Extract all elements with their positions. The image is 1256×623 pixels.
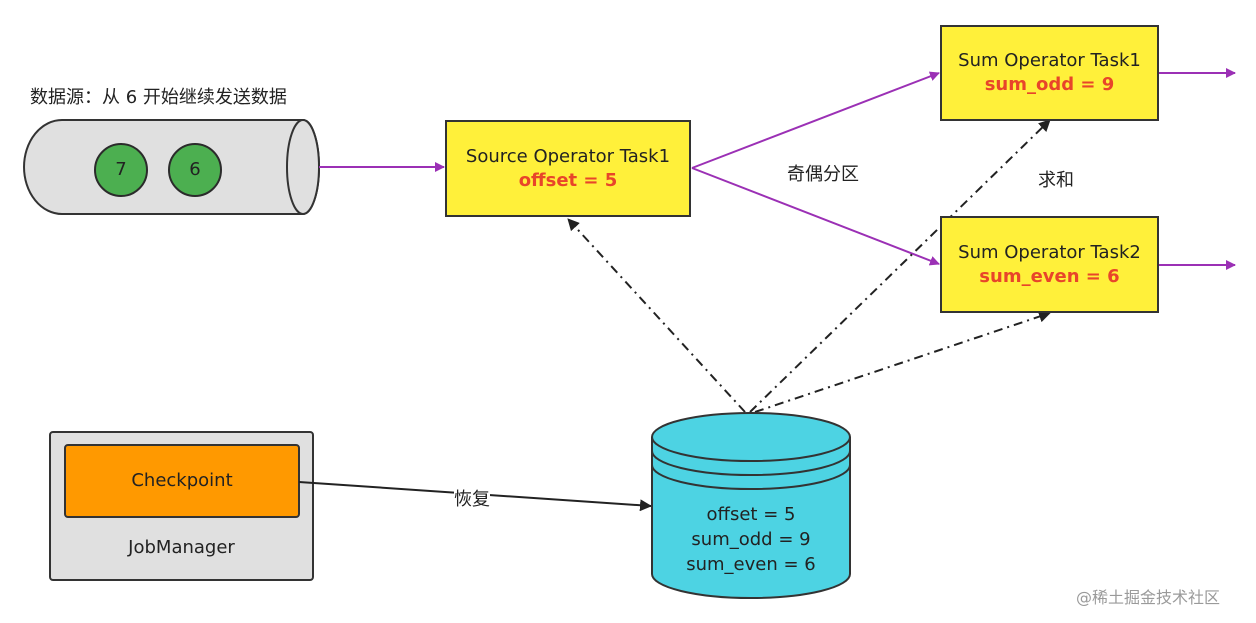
- source-task-offset: offset = 5: [518, 169, 618, 191]
- restore-sum1-arrow: [749, 119, 1051, 413]
- state-store-cylinder: [651, 412, 851, 599]
- sum-task2-value: sum_even = 6: [979, 265, 1120, 287]
- restore-sum2-arrow: [754, 310, 1051, 413]
- checkpoint-label: Checkpoint: [131, 470, 233, 491]
- watermark: @稀土掘金技术社区: [1076, 588, 1221, 607]
- task-to-sum2-arrow: [691, 167, 940, 266]
- state-store-values: offset = 5 sum_odd = 9 sum_even = 6: [652, 502, 850, 577]
- restore-source-arrow: [567, 218, 746, 413]
- state-sum-odd: sum_odd = 9: [691, 529, 811, 550]
- sum-task2-title: Sum Operator Task2: [958, 241, 1141, 263]
- restore-label: 恢复: [454, 485, 490, 511]
- record-6-circle: [168, 143, 222, 197]
- jobmanager-label: JobManager: [128, 537, 235, 558]
- source-operator-task: Source Operator Task1 offset = 5: [445, 120, 691, 217]
- source-caption: 数据源：从 6 开始继续发送数据: [30, 87, 287, 108]
- sum-task1-title: Sum Operator Task1: [958, 50, 1141, 71]
- source-task-title: Source Operator Task1: [465, 145, 671, 167]
- record-6-label: 6: [189, 159, 201, 180]
- state-sum-even: sum_even = 6: [686, 554, 816, 575]
- task-to-sum1-arrow: [691, 71, 940, 169]
- sum-task1-value: sum_odd = 9: [984, 74, 1115, 95]
- checkpoint-box: [64, 444, 300, 518]
- state-offset: offset = 5: [706, 504, 796, 525]
- sum-label: 求和: [1038, 170, 1074, 191]
- record-7-label: 7: [115, 159, 127, 180]
- sum-operator-task2: Sum Operator Task2 sum_even = 6: [940, 216, 1159, 313]
- partition-label: 奇偶分区: [787, 164, 859, 185]
- record-7-circle: [94, 143, 148, 197]
- sum-operator-task1: Sum Operator Task1 sum_odd = 9: [940, 25, 1159, 121]
